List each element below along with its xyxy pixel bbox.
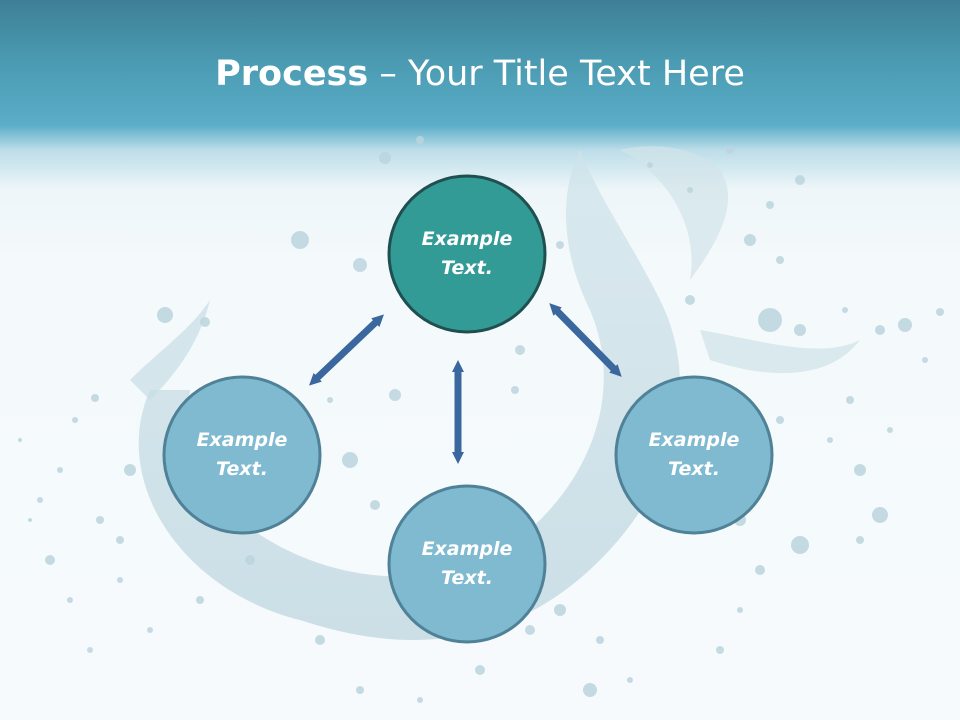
arrow-left-top: [309, 314, 384, 386]
title-rest: – Your Title Text Here: [368, 54, 745, 94]
slide-title: Process – Your Title Text Here: [0, 52, 960, 96]
node-top-line1: Example: [421, 228, 513, 250]
node-circle-top: [387, 174, 547, 334]
node-circle-right: [614, 375, 774, 535]
node-text-right: Example Text.: [619, 426, 769, 484]
node-right-line2: Text.: [668, 458, 720, 480]
title-bold: Process: [215, 54, 369, 94]
node-left-line2: Text.: [216, 458, 268, 480]
node-text-bottom: Example Text.: [392, 535, 542, 593]
node-text-left: Example Text.: [167, 426, 317, 484]
node-left-line1: Example: [196, 429, 288, 451]
node-circle-bottom: [387, 484, 547, 644]
node-top-line2: Text.: [441, 257, 493, 279]
node-text-top: Example Text.: [392, 225, 542, 283]
node-right-line1: Example: [648, 429, 740, 451]
node-bottom-line2: Text.: [441, 567, 493, 589]
node-circle-left: [162, 375, 322, 535]
node-bottom-line1: Example: [421, 538, 513, 560]
arrow-top-right: [549, 303, 622, 377]
